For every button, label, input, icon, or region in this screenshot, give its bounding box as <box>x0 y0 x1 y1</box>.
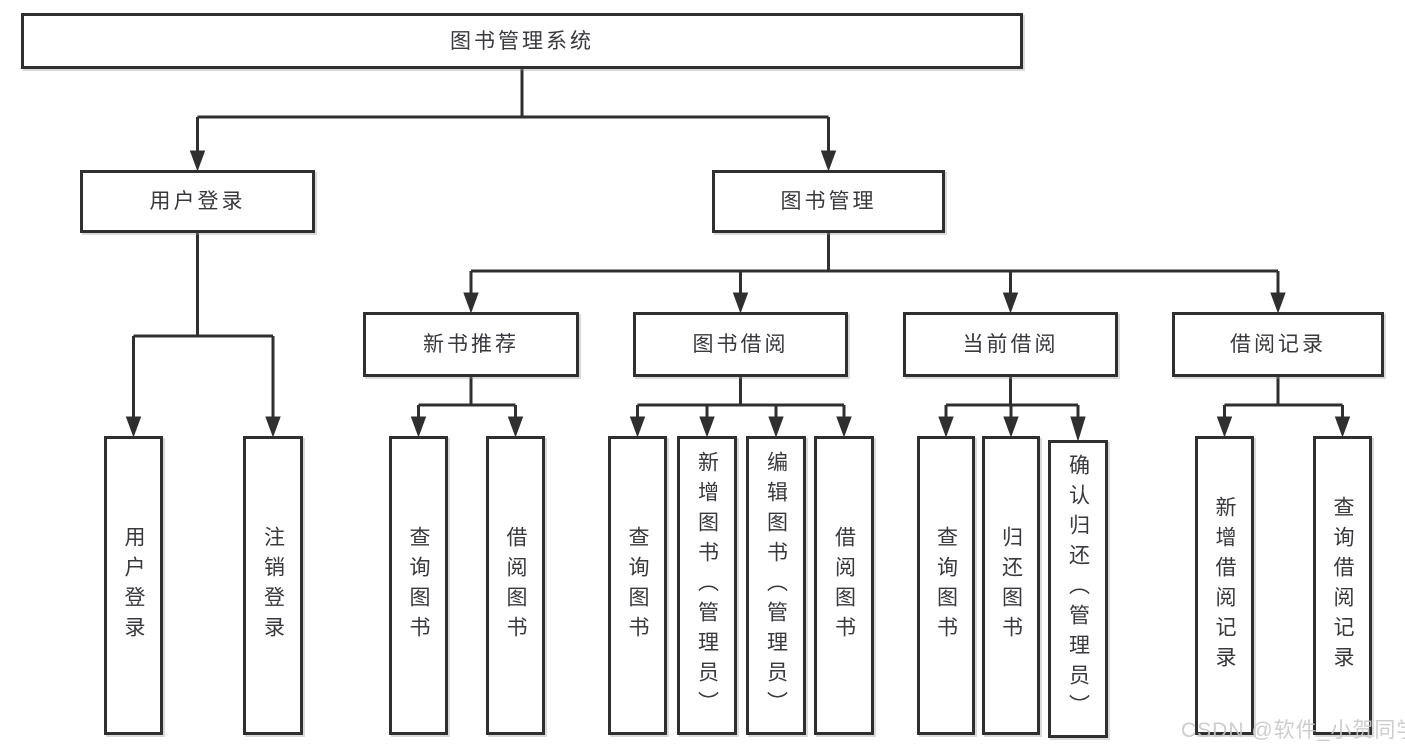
node-label: 当前借阅 <box>962 333 1059 356</box>
connector-recommend-to-leaves <box>410 377 524 438</box>
node-label: 用户登录 <box>149 190 246 213</box>
node-label: 借阅图书 <box>504 525 527 646</box>
node-root-library-system: 图书管理系统 <box>21 13 1023 69</box>
leaf-borrow-books-recommend: 借阅图书 <box>486 436 545 735</box>
connector-userlogin-to-leaves <box>125 233 281 438</box>
node-user-login: 用户登录 <box>80 170 315 233</box>
node-label: 图书管理系统 <box>450 29 594 53</box>
node-label: 借阅记录 <box>1230 333 1326 356</box>
leaf-add-borrow-record: 新增借阅记录 <box>1195 436 1254 735</box>
node-label: 确认归还（管理员） <box>1066 454 1090 724</box>
node-label: 新书推荐 <box>423 333 519 356</box>
node-label: 图书管理 <box>780 190 877 213</box>
leaf-borrow-books: 借阅图书 <box>814 436 874 735</box>
leaf-confirm-return-admin: 确认归还（管理员） <box>1048 440 1108 738</box>
connector-records-to-leaves <box>1216 377 1351 438</box>
node-new-book-recommend: 新书推荐 <box>363 312 579 377</box>
node-label: 图书借阅 <box>692 333 789 356</box>
node-current-borrowing: 当前借阅 <box>903 312 1118 377</box>
csdn-watermark: CSDN @软件_小贺同学 <box>1181 719 1405 742</box>
node-label: 编辑图书（管理员） <box>764 450 788 721</box>
node-label: 新增图书（管理员） <box>695 450 719 721</box>
connector-borrow-to-leaves <box>629 377 852 438</box>
leaf-query-books-recommend: 查询图书 <box>389 436 448 735</box>
leaf-logout: 注销登录 <box>243 436 303 735</box>
leaf-return-books: 归还图书 <box>982 436 1040 735</box>
node-label: 新增借阅记录 <box>1213 495 1236 676</box>
node-label: 注销登录 <box>261 525 285 646</box>
leaf-query-books-current: 查询图书 <box>917 436 975 735</box>
node-label: 查询借阅记录 <box>1331 495 1354 676</box>
leaf-edit-books-admin: 编辑图书（管理员） <box>746 436 806 735</box>
node-label: 查询图书 <box>407 525 430 646</box>
node-book-borrowing: 图书借阅 <box>633 312 848 377</box>
connector-current-to-leaves <box>938 377 1086 442</box>
node-label: 查询图书 <box>934 525 958 646</box>
node-label: 归还图书 <box>999 525 1023 646</box>
leaf-add-books-admin: 新增图书（管理员） <box>677 436 737 735</box>
node-book-management: 图书管理 <box>712 170 945 233</box>
leaf-user-login: 用户登录 <box>104 436 163 735</box>
node-borrowing-records: 借阅记录 <box>1172 312 1384 377</box>
leaf-query-borrow-record: 查询借阅记录 <box>1313 436 1372 735</box>
connector-bookmgmt-to-level2 <box>463 233 1286 314</box>
node-label: 查询图书 <box>626 525 649 646</box>
connector-root-to-level1 <box>189 69 837 172</box>
node-label: 借阅图书 <box>832 525 856 646</box>
leaf-query-books-borrow: 查询图书 <box>608 436 667 735</box>
node-label: 用户登录 <box>122 525 145 646</box>
